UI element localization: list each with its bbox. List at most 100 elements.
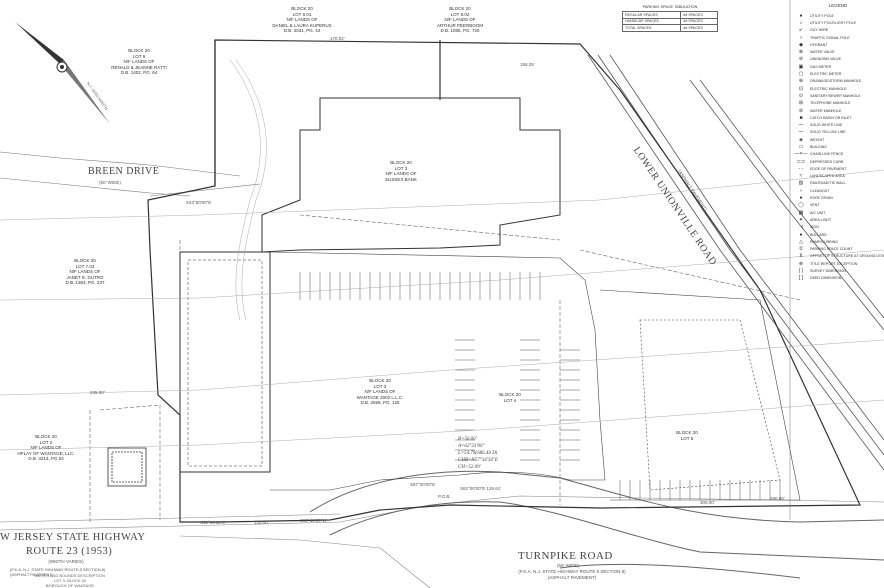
parcel-b20-l703: BLOCK 20 LOT 7.03 N/F LANDS OF JANET E. …: [65, 258, 105, 285]
legend-label: DEED DIMENSION: [810, 276, 842, 281]
parcel-b20-l2: BLOCK 20 LOT 2 N/F LANDS OF HPLAY OF WAN…: [17, 434, 75, 461]
dim-distance-4: 170.02': [330, 36, 345, 41]
legend-item: —×—CHAIN LINK FENCE: [792, 151, 884, 158]
route-23-note-text: (F.K.A. N.J. STATE HIGHWAY ROUTE 8 SECTI…: [10, 567, 106, 577]
legend-label: WATER MANHOLE: [810, 108, 842, 113]
parcel-b20-l3-bank: BLOCK 20 LOT 3 N/F LANDS OF SUSSEX BANK: [385, 160, 417, 182]
legend-item: ◯VENT: [792, 202, 884, 209]
legend-label: BOLLARD: [810, 232, 827, 237]
legend-symbol-icon: ⊗: [798, 49, 804, 56]
legend-item: ⊚WATER MANHOLE: [792, 107, 884, 114]
legend-item: ⊂⊃ DEPRESSED CURB: [792, 158, 884, 165]
legend-item: ● ROOF DRAIN: [792, 194, 884, 201]
legend-label: SURVEY DIMENSION: [810, 269, 847, 274]
breen-drive-label: BREEN DRIVE: [88, 166, 160, 177]
curve-chord-bearing: CHB=N57°34'34"E: [458, 458, 498, 463]
legend-symbol-icon: ○: [799, 187, 803, 194]
route-23-label-line1: W JERSEY STATE HIGHWAY: [0, 532, 146, 543]
legend-symbol-icon: ▦: [798, 209, 804, 216]
tab-value: ## SPACES: [680, 24, 718, 32]
legend-symbol-icon: [ ]: [798, 275, 804, 282]
curve-length: L=54.79(S86.44 D): [458, 451, 498, 456]
legend-item: ▭BUILDING: [792, 143, 884, 150]
legend-item: ○ CLEANOUT: [792, 187, 884, 194]
legend-item: ⊛ TITLE REPORT EXCEPTION: [792, 260, 884, 267]
parking-tabulation-title: PARKING SPACE TABULATION: [642, 5, 698, 9]
dim-pob: P.O.B.: [438, 494, 451, 499]
parcel-b20-l3-main: BLOCK 20 LOT 3 N/F LANDS OF WANTAGE 2002…: [356, 378, 404, 405]
legend-label: UNKNOWN VALVE: [810, 57, 842, 62]
legend-symbol-icon: ●: [799, 195, 803, 202]
lot-3-main-building: [179, 251, 271, 473]
legend-symbol-icon: ⊕: [798, 78, 804, 85]
legend-item: ⊞ TELEPHONE MANHOLE: [792, 100, 884, 107]
north-arrow: [15, 22, 110, 124]
legend-item: ⊡ELECTRIC MANHOLE: [792, 85, 884, 92]
legend-label: GAS METER: [810, 64, 832, 69]
breen-drive-lines: [0, 151, 261, 197]
legend-label: DRAINAGE/STORM MANHOLE: [810, 79, 862, 84]
legend-symbol-icon: ⊂⊃: [796, 158, 806, 165]
legend-label: CHAIN LINK FENCE: [810, 152, 844, 157]
legend-symbol-icon: ⊘: [798, 56, 804, 63]
legend-symbol-icon: ⊻: [799, 253, 803, 260]
legend-symbol-icon: ①: [798, 246, 804, 253]
legend-item: ≈LANDSCAPED AREA: [792, 173, 884, 180]
legend-symbol-icon: ●: [799, 231, 803, 238]
legend-label: SIGN: [810, 225, 819, 230]
dim-bearing-1: S62°00'00"E: [200, 520, 226, 525]
legend-label: BUILDING: [810, 144, 827, 149]
legend-symbol-icon: △: [799, 238, 803, 245]
legend-item: ▣GAS METER: [792, 63, 884, 70]
parcel-b20-l4: BLOCK 20 LOT 4: [499, 392, 521, 403]
legend-item: △RAMP/CURBING: [792, 238, 884, 245]
legend-label: SOLID YELLOW LINE: [810, 130, 846, 135]
legend-item: ▢ELECTRIC METER: [792, 70, 884, 77]
parcel-b20-l5: BLOCK 20 LOT 5: [676, 430, 698, 441]
dim-distance-1: 280.00': [770, 496, 785, 501]
legend-label: WATER VALVE: [810, 50, 835, 55]
turnpike-road-note: (F.K.A. N.J. STATE HIGHWAY ROUTE 8 SECTI…: [518, 569, 626, 580]
legend-symbol-icon: ◆: [799, 41, 803, 48]
legend-symbol-icon: ●: [799, 12, 803, 19]
legend-label: HYDRANT: [810, 42, 828, 47]
parking-stripes: [299, 272, 781, 500]
legend-item: ◆ HYDRANT: [792, 41, 884, 48]
legend-label: DEPRESSED CURB: [810, 159, 844, 164]
legend-label: ROOF DRAIN: [810, 196, 833, 201]
legend-item: ○TRAFFIC SIGNAL POLE: [792, 34, 884, 41]
legend-label: EDGE OF PAVEMENT: [810, 166, 847, 171]
legend-symbol-icon: ⊞: [798, 100, 804, 107]
legend-item: ▥RAILROAD/TIE WALL: [792, 180, 884, 187]
dim-bearing-5: S89°40'00"W: [300, 518, 327, 523]
route-23-width: (WIDTH VARIES): [48, 559, 84, 564]
legend-item: ■CATCH BASIN OR INLET: [792, 114, 884, 121]
legend-item: [ ] DEED DIMENSION: [792, 275, 884, 282]
legend-item: ◈ WEIGHT: [792, 136, 884, 143]
legend-item: ⊻OFFSET OF STRUCTURE AT GROUND LEVEL REL…: [792, 253, 884, 260]
legend-label: TELEPHONE MANHOLE: [810, 101, 851, 106]
curve-data: R=50.00' A=62°23'00" L=54.79(S86.44 D) C…: [458, 436, 498, 471]
legend-symbol-icon: ◈: [799, 136, 803, 143]
parking-tabulation: PARKING SPACE TABULATION REGULAR SPACES …: [621, 5, 718, 32]
legend-label: GUY WIRE: [810, 28, 829, 33]
breen-drive-width: (50' WIDE): [99, 180, 121, 185]
table-row: TOTAL SPACES ## SPACES: [621, 24, 718, 32]
legend-symbol-icon: —×—: [794, 151, 808, 158]
legend-symbol-icon: —: [798, 122, 804, 129]
legend-item: ( )SURVEY DIMENSION: [792, 267, 884, 274]
legend-item: ● UTILITY POLE: [792, 12, 884, 19]
legend-label: VENT: [810, 203, 820, 208]
legend-label: UTILITY POLE: [810, 13, 834, 18]
dim-distance-2: 126.00': [254, 520, 269, 525]
legend-label: WEIGHT: [810, 137, 825, 142]
turnpike-road-width: (66' WIDE): [557, 563, 579, 568]
lot-2-structure: [107, 447, 147, 487]
legend-symbol-icon: ⊛: [798, 260, 804, 267]
legend-label: RAILROAD/TIE WALL: [810, 181, 846, 186]
legend-label: CLEANOUT: [810, 188, 830, 193]
parcel-b20-l9: BLOCK 20 LOT 9 N/F LANDS OF RENALD & JEA…: [111, 48, 167, 75]
legend-label: TITLE REPORT EXCEPTION: [810, 261, 858, 266]
legend-item: ⊕ DRAINAGE/STORM MANHOLE: [792, 78, 884, 85]
